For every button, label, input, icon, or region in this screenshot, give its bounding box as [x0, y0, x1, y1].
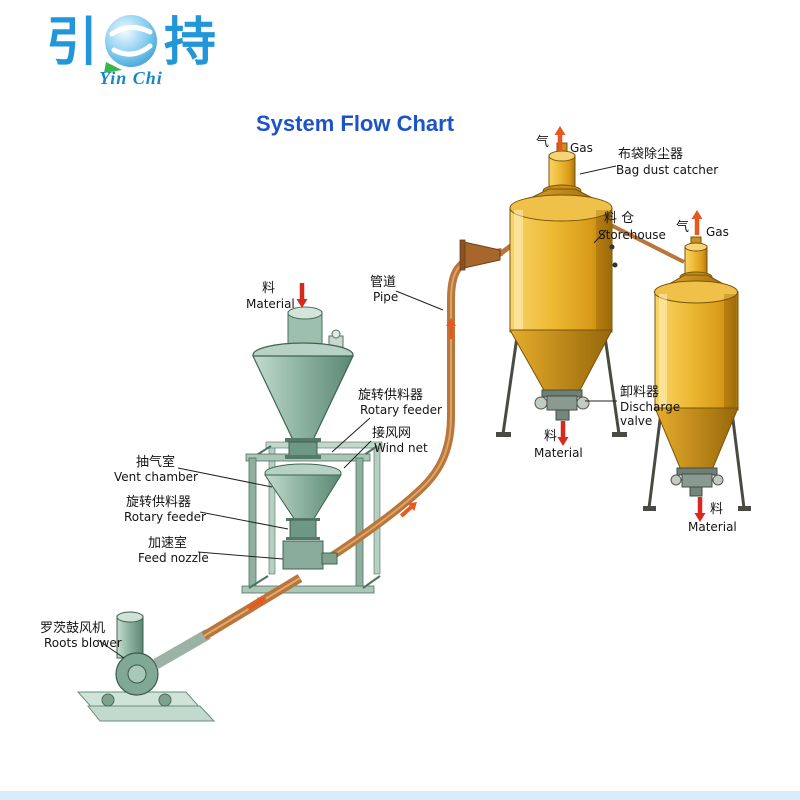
label-discharge-en2: valve [620, 414, 652, 428]
leader-line [331, 417, 371, 453]
label-feed-nozzle-zh: 加速室 [148, 535, 187, 551]
label-wind-net: 接风网 Wind net [372, 425, 428, 455]
label-wind-net-zh: 接风网 [372, 425, 411, 441]
label-bag-dust-catcher: 布袋除尘器 Bag dust catcher [616, 147, 718, 177]
label-material-out-silo2: 料 Material [688, 502, 737, 534]
silo1-body [509, 207, 613, 333]
leader-line [395, 290, 444, 311]
bottom-strip [0, 791, 800, 800]
feeder-cone [252, 355, 354, 441]
label-pipe-zh: 管道 [370, 275, 396, 290]
silo2-cone [654, 407, 739, 471]
blower-motor [116, 615, 144, 659]
label-gas1-en: Gas [570, 141, 593, 155]
discharge-valve-silo1 [534, 389, 590, 421]
leader-line [197, 551, 284, 560]
label-discharge-valve: 卸料器 Discharge valve [620, 384, 680, 428]
pipe-network [153, 205, 685, 669]
logo-subtitle: Yin Chi [99, 68, 163, 88]
material-out-arrow-silo1 [557, 421, 569, 446]
feeder-frame [241, 441, 383, 594]
logo: 引 持 Yin Chi [36, 12, 226, 89]
logo-char-right: 持 [164, 13, 217, 73]
label-material-in: 料 Material [246, 281, 295, 311]
silo-1 [496, 142, 627, 437]
label-rotary-upper-zh: 旋转供料器 [358, 388, 423, 403]
leader-line [97, 639, 125, 659]
label-storehouse: 料 仓 Storehouse [598, 211, 666, 242]
gas-arrow-silo1 [554, 126, 566, 151]
leader-line [343, 440, 372, 469]
label-discharge-zh: 卸料器 [620, 384, 659, 400]
material-in-arrow [296, 283, 308, 308]
label-storehouse-en: Storehouse [598, 228, 666, 242]
label-bag-zh: 布袋除尘器 [618, 147, 683, 162]
vent-chamber-cone [264, 474, 342, 521]
label-gas1-zh: 气 [536, 134, 549, 150]
label-roots-zh: 罗茨鼓风机 [40, 621, 105, 636]
blower-base-plate-lower [86, 705, 216, 722]
page-title: System Flow Chart [256, 111, 455, 136]
leader-line [579, 165, 617, 175]
label-material-in-zh: 料 [262, 281, 275, 296]
rotary-feeder-upper-body [288, 441, 318, 457]
silo-2 [643, 236, 751, 511]
label-vent-zh: 抽气室 [136, 454, 175, 470]
label-vent-chamber: 抽气室 Vent chamber [114, 454, 198, 484]
logo-row: 引 持 [36, 12, 226, 74]
pipe-flow-arrow-vertical [446, 318, 456, 339]
label-gas-silo1: 气 Gas [536, 134, 593, 155]
feeder-assembly [252, 306, 354, 570]
label-vent-en: Vent chamber [114, 470, 198, 484]
label-out2-zh: 料 [710, 502, 723, 517]
label-rotary-upper-en: Rotary feeder [360, 403, 442, 417]
label-rotary-feeder-lower: 旋转供料器 Rotary feeder [124, 495, 206, 524]
label-roots-blower: 罗茨鼓风机 Roots blower [40, 621, 122, 650]
label-gas-silo2: 气 Gas [676, 219, 729, 239]
feed-nozzle-body [282, 540, 324, 570]
pipe-flow-arrow-blower [247, 597, 267, 611]
label-storehouse-zh: 料 仓 [604, 211, 634, 226]
label-out1-en: Material [534, 446, 583, 460]
logo-char-left: 引 [45, 13, 98, 73]
label-pipe: 管道 Pipe [370, 275, 398, 304]
discharge-valve-silo2 [670, 467, 724, 497]
label-pipe-en: Pipe [373, 290, 398, 304]
leader-line [177, 467, 273, 488]
label-feed-nozzle-en: Feed nozzle [138, 551, 209, 565]
label-material-out-silo1: 料 Material [534, 429, 583, 460]
silo1-cone [509, 329, 613, 393]
rotary-feeder-lower-body [289, 519, 317, 539]
label-gas2-zh: 气 [676, 219, 689, 235]
label-discharge-en1: Discharge [620, 400, 680, 414]
label-gas2-en: Gas [706, 225, 729, 239]
leader-line [593, 229, 607, 244]
logo-globe-icon [104, 15, 157, 73]
label-rotary-lower-zh: 旋转供料器 [126, 495, 191, 510]
label-feed-nozzle: 加速室 Feed nozzle [138, 535, 209, 565]
label-wind-net-en: Wind net [374, 441, 428, 455]
roots-blower [76, 611, 216, 722]
material-out-arrow-silo2 [694, 497, 706, 522]
label-rotary-lower-en: Rotary feeder [124, 510, 206, 524]
label-material-in-en: Material [246, 297, 295, 311]
label-out1-zh: 料 [544, 429, 557, 444]
leader-line [199, 511, 289, 530]
label-out2-en: Material [688, 520, 737, 534]
pipe-reducer [463, 241, 501, 269]
label-roots-en: Roots blower [44, 636, 122, 650]
gas-arrow-silo2 [691, 210, 703, 235]
pipe-flow-arrow-diagonal [399, 501, 417, 518]
label-rotary-feeder-upper: 旋转供料器 Rotary feeder [358, 388, 442, 417]
label-bag-en: Bag dust catcher [616, 163, 718, 177]
